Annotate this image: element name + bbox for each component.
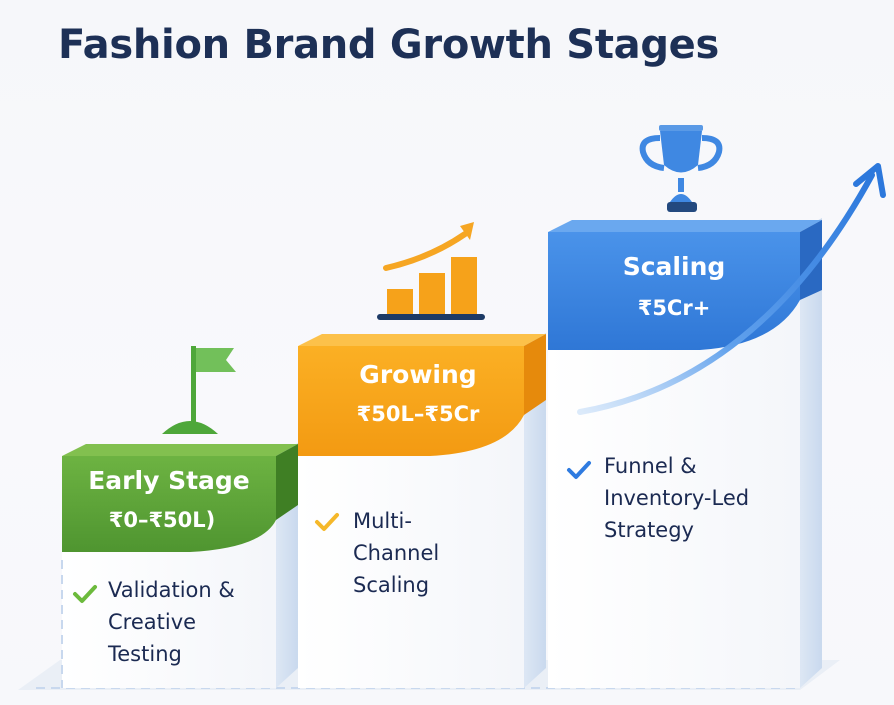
bar-chart-growth-icon — [377, 222, 485, 320]
stage-1-title: Early Stage — [88, 466, 250, 495]
stage-2-header-block — [298, 334, 546, 456]
stage-3-header-block — [548, 220, 822, 350]
check-icon — [315, 513, 339, 531]
stage-2-description: Multi- Channel Scaling — [353, 509, 440, 597]
stage-1-range: ₹0–₹50L) — [108, 508, 216, 532]
page-title: Fashion Brand Growth Stages — [58, 22, 720, 68]
stage-3-title: Scaling — [622, 252, 726, 281]
stage-1-header-block — [62, 444, 298, 552]
stage-2-range: ₹50L–₹5Cr — [356, 402, 480, 426]
stage-3-range: ₹5Cr+ — [637, 296, 711, 320]
check-icon — [73, 585, 97, 603]
stage-1-description: Validation & Creative Testing — [108, 578, 235, 666]
stage-3-description: Funnel & Inventory-Led Strategy — [604, 454, 750, 542]
stage-2-title: Growing — [359, 360, 477, 389]
trophy-icon — [639, 125, 723, 212]
curved-up-arrow-icon — [577, 163, 886, 415]
check-icon — [567, 461, 591, 479]
flag-icon — [162, 346, 236, 434]
